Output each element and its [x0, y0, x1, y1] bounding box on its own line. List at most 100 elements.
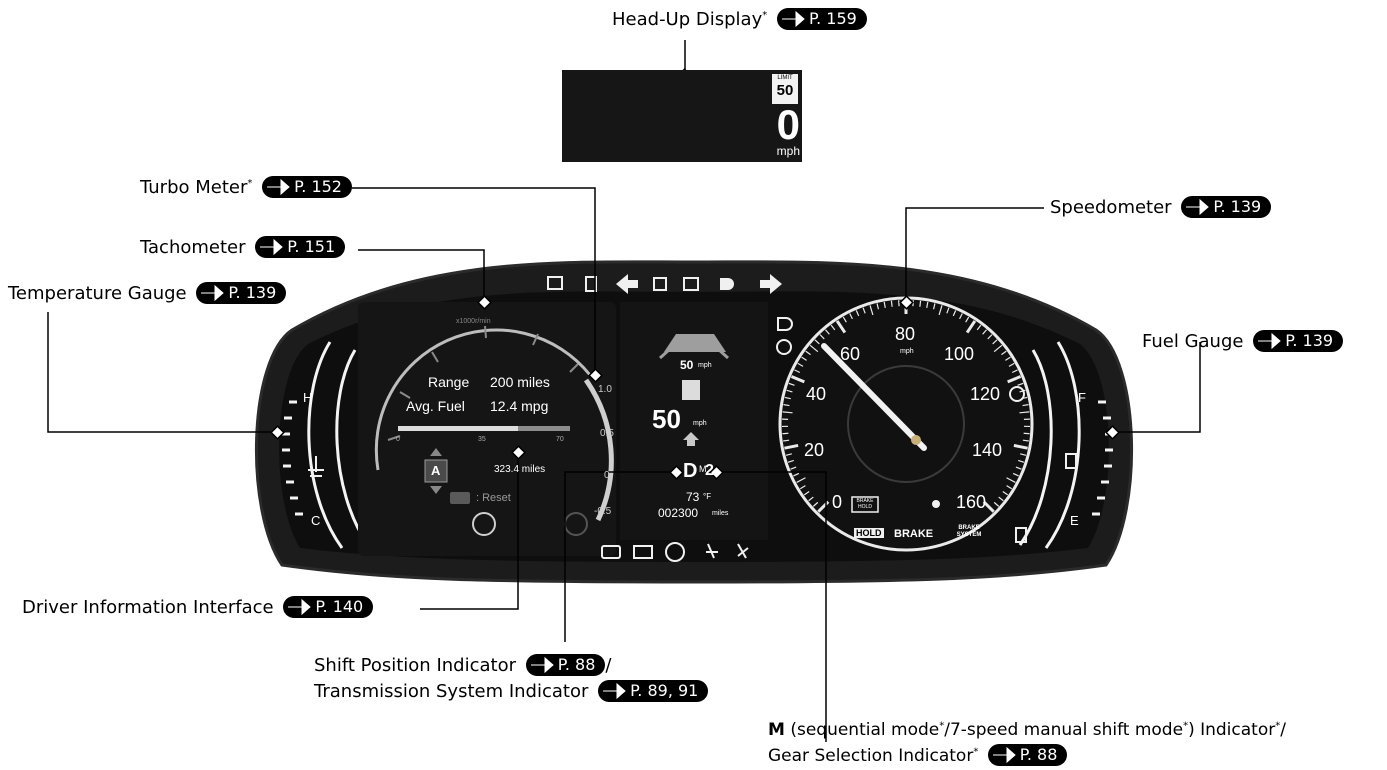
page-reference-link[interactable]: P. 139: [196, 281, 287, 304]
acc-lead-car-icon: [664, 334, 726, 352]
avg-fuel-value: 12.4 mpg: [490, 398, 549, 414]
speedometer-tick: [883, 301, 886, 308]
fuel-empty-label: E: [1070, 513, 1079, 528]
coolant-temp-icon: [308, 456, 324, 477]
speedometer-unit: mph: [900, 348, 914, 355]
airbag-icon: [737, 543, 749, 559]
trip-letter: A: [431, 463, 441, 478]
vsa-icon: [547, 276, 563, 290]
speedometer-tick: [876, 303, 880, 310]
brake-hold-lamp: BRAKE HOLD: [856, 498, 874, 510]
right-arrow-icon: [288, 598, 312, 615]
page-reference-text: P. 89, 91: [630, 680, 699, 700]
driver-assist-icon: [472, 512, 496, 536]
speedometer-tick: [784, 443, 799, 450]
speedometer-tick: [993, 344, 1003, 353]
speedometer-tick: [814, 339, 820, 345]
speedometer-tick: [1020, 453, 1027, 456]
page-reference-link[interactable]: P. 140: [283, 595, 374, 618]
footnote-asterisk: *: [762, 10, 768, 21]
leader-lines: [47, 40, 1201, 742]
page-reference-link[interactable]: P. 151: [255, 235, 346, 258]
separator-slash: /: [1280, 720, 1286, 740]
page-reference-link[interactable]: P. 88: [525, 653, 606, 676]
right-arrow-icon: [201, 284, 225, 301]
speedometer-tick: [982, 329, 987, 335]
speedometer-tick: [1018, 459, 1025, 463]
outside-temp-unit: °F: [703, 492, 712, 501]
speedometer-tick: [1002, 490, 1009, 496]
page-reference-link[interactable]: P. 89, 91: [598, 679, 709, 702]
speedometer-tick: [1019, 411, 1030, 414]
speedometer-tick: [782, 411, 793, 414]
speedometer-tick: [784, 396, 791, 400]
speedometer-tick: [959, 313, 963, 320]
turbo-tick-1-0: 1.0: [598, 384, 612, 395]
m-text-3: ) Indicator: [1188, 720, 1276, 740]
turbo-tick-0: 0: [604, 470, 610, 481]
speedometer-tick: [785, 453, 792, 456]
speedometer-tick: [1011, 369, 1018, 374]
callout-label: Gear Selection Indicator: [768, 746, 974, 766]
speedometer-tick: [993, 501, 1000, 507]
callout-label: Transmission System Indicator: [314, 681, 589, 702]
speedometer-tick: [1013, 443, 1028, 450]
right-arrow-icon: [267, 178, 290, 195]
speedometer-tick: [803, 490, 810, 496]
speed-tick-0: 0: [832, 492, 843, 512]
fuel-gauge-ticks: [1092, 400, 1113, 516]
callout-shift-position-indicator: Shift Position Indicator P. 88/: [314, 653, 611, 678]
page-reference-link[interactable]: P. 88: [987, 743, 1068, 766]
gear-number: 2: [705, 462, 714, 479]
footnote-asterisk: *: [973, 746, 979, 758]
speedometer-tick: [794, 369, 801, 374]
speedometer-tick: [849, 313, 853, 320]
battery-icon: [633, 545, 653, 559]
tire-pressure-icon: [1009, 386, 1025, 402]
temperature-low-label: C: [311, 513, 321, 528]
turbo-meter-arc: [583, 378, 614, 522]
speedometer-tick: [992, 339, 998, 345]
callout-turbo-meter: Turbo Meter* P. 152: [140, 175, 352, 200]
speedometer-tick: [793, 472, 800, 477]
speedometer-needle: [821, 343, 927, 451]
callout-label: Fuel Gauge: [1142, 331, 1244, 352]
page-reference-link[interactable]: P. 139: [1253, 329, 1344, 352]
callout-label: Speedometer: [1050, 197, 1172, 218]
outside-temp-value: 73: [686, 490, 700, 504]
speedometer-tick: [1006, 485, 1013, 490]
speedometer-tick: [998, 496, 1004, 502]
speedometer-tick: [1007, 375, 1022, 384]
seatbelt-icon: [706, 543, 718, 559]
right-arrow-icon: [260, 238, 284, 255]
speedometer-tick: [1001, 350, 1007, 356]
speedometer-tick: [919, 300, 922, 307]
speed-tick-100: 100: [944, 344, 975, 364]
speedometer-tick: [855, 310, 860, 317]
speedometer-tick: [982, 500, 995, 513]
odometer-value: 002300: [658, 506, 699, 520]
speedometer-tick: [797, 362, 804, 367]
temperature-gauge-ticks: [282, 400, 303, 516]
footnote-asterisk: *: [247, 178, 253, 189]
speedometer-tick: [805, 350, 811, 356]
speedometer-tick: [1012, 472, 1019, 477]
page-reference-link[interactable]: P. 159: [776, 7, 867, 30]
hud-speed-value: 0: [776, 101, 800, 148]
vsa-off-icon: [585, 276, 597, 292]
abs-icon: [665, 542, 685, 562]
callout-m-indicator: M (sequential mode*/7-speed manual shift…: [768, 718, 1286, 742]
page-reference-text: P. 88: [1019, 744, 1058, 764]
speed-tick-160: 160: [956, 492, 987, 512]
speedometer-tick: [790, 466, 797, 470]
speed-tick-140: 140: [972, 440, 1003, 460]
footnote-asterisk: *: [1275, 720, 1281, 732]
range-value: 200 miles: [490, 374, 550, 390]
speed-limit-sign-icon: [682, 380, 700, 400]
speedometer-tick: [862, 307, 866, 314]
acc-speed-unit: mph: [698, 362, 712, 369]
page-reference-link[interactable]: P. 139: [1181, 195, 1272, 218]
speedometer-tick: [965, 316, 970, 323]
page-reference-link[interactable]: P. 152: [262, 175, 352, 198]
speedometer-tick: [799, 485, 806, 490]
